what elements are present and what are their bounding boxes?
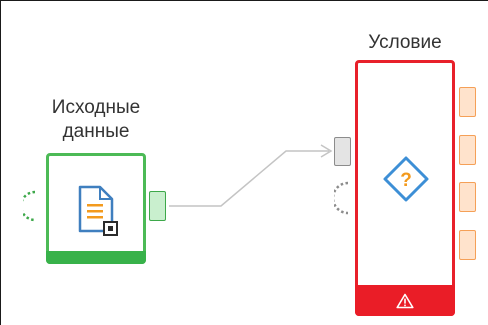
condition-output-port[interactable] xyxy=(459,135,476,165)
warning-icon xyxy=(396,293,414,308)
source-status-bar xyxy=(46,251,146,264)
condition-input-port[interactable] xyxy=(334,137,351,166)
source-node[interactable] xyxy=(46,153,146,264)
document-icon xyxy=(78,185,118,236)
condition-output-port[interactable] xyxy=(459,87,476,117)
condition-node-title: Условие xyxy=(368,32,442,53)
question-diamond-icon: ? xyxy=(383,156,429,202)
source-output-port[interactable] xyxy=(149,191,166,221)
svg-text:?: ? xyxy=(400,170,412,191)
condition-node[interactable]: ? xyxy=(355,60,455,316)
source-input-port[interactable] xyxy=(23,190,37,222)
condition-output-port[interactable] xyxy=(459,182,476,212)
condition-secondary-input-port[interactable] xyxy=(334,181,350,215)
condition-output-port[interactable] xyxy=(459,230,476,260)
source-node-title: Исходные данные xyxy=(51,97,141,142)
condition-status-bar xyxy=(355,285,455,316)
